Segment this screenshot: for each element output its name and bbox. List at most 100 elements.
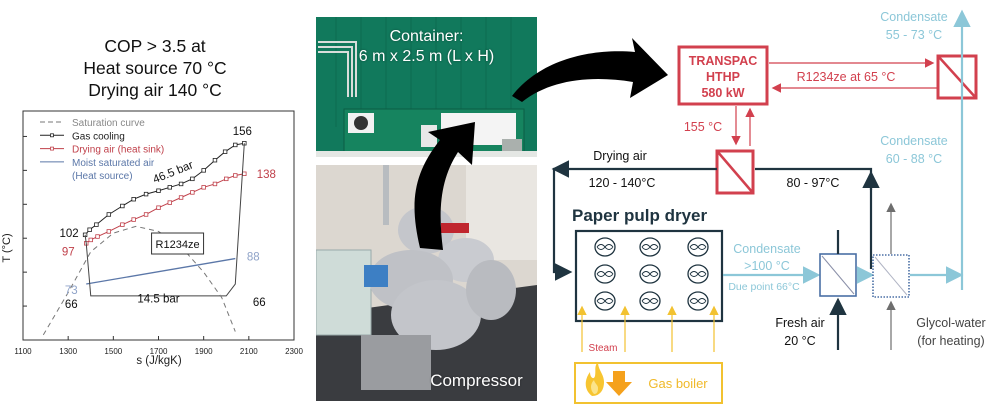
fan-icon xyxy=(687,237,709,257)
data-point xyxy=(190,190,195,195)
arrow-compressor-to-container xyxy=(414,122,475,250)
plot-frame xyxy=(22,110,295,341)
fan-icon xyxy=(687,291,709,311)
x-tick-label: 1900 xyxy=(195,347,213,356)
legend-label: (Heat source) xyxy=(72,171,133,182)
data-point xyxy=(167,185,172,190)
hthp-label-3: 580 kW xyxy=(701,86,744,100)
condensate-dryer-label-3: Due point 66°C xyxy=(728,281,800,293)
container-caption: Container: 6 m x 2.5 m (L x H) xyxy=(316,27,537,67)
annotation: 138 xyxy=(257,169,276,181)
annotation: 88 xyxy=(247,252,260,264)
data-point xyxy=(167,200,172,205)
data-point xyxy=(224,176,229,182)
container-illustration xyxy=(316,17,537,157)
arrow-container-to-hthp xyxy=(512,38,668,102)
data-point xyxy=(131,217,136,222)
fan-icon xyxy=(594,264,616,284)
steam-arrows xyxy=(577,305,719,352)
data-point xyxy=(233,142,238,148)
fan-icon xyxy=(639,237,661,257)
series-saturation-curve xyxy=(42,225,236,336)
down-arrow-icon xyxy=(606,371,632,396)
data-point xyxy=(190,176,195,182)
data-point xyxy=(156,205,161,210)
data-point xyxy=(143,191,149,197)
legend-label: Moist saturated air xyxy=(72,158,155,169)
x-axis-label: s (J/kgK) xyxy=(136,355,182,367)
condensate-dryer-label-2: >100 °C xyxy=(744,259,790,273)
container-caption-line-1: Container: xyxy=(389,28,464,45)
return-air-temp: 80 - 97°C xyxy=(787,176,840,190)
drying-air-temp: 120 - 140°C xyxy=(589,176,656,190)
legend-label: Gas cooling xyxy=(72,131,125,142)
series-moist-saturated-air xyxy=(86,257,236,285)
series-group xyxy=(42,141,247,336)
data-point xyxy=(131,197,136,202)
annotation: 66 xyxy=(65,299,78,311)
cop-line-1: COP > 3.5 at xyxy=(104,36,206,56)
fan-icon xyxy=(639,291,661,311)
data-point xyxy=(212,181,218,187)
annotation: 102 xyxy=(60,228,79,240)
hthp-label-2: HTHP xyxy=(706,70,740,84)
annotation: 66 xyxy=(253,297,266,309)
condensate-mid-label-2: 60 - 88 °C xyxy=(886,152,942,166)
data-point xyxy=(95,234,100,239)
x-tick-label: 1700 xyxy=(150,347,168,356)
data-point xyxy=(242,171,247,176)
legend-label: Saturation curve xyxy=(72,118,145,129)
fan-icon xyxy=(594,237,616,257)
refrigerant-box xyxy=(151,232,205,255)
annotation: 156 xyxy=(233,126,252,138)
data-point xyxy=(212,157,218,163)
condensate-out-label-1: Condensate xyxy=(880,10,947,24)
refrigerant-label: R1234ze xyxy=(156,239,200,251)
data-point xyxy=(106,212,112,217)
condensate-mid-label-1: Condensate xyxy=(880,134,947,148)
condensate-dryer-label-1: Condensate xyxy=(733,242,800,256)
cop-summary: COP > 3.5 at Heat source 70 °C Drying ai… xyxy=(0,35,310,101)
annotation: 97 xyxy=(62,246,75,258)
glycol-label-2: (for heating) xyxy=(917,334,984,348)
fresh-air-hx-diagonal xyxy=(821,255,855,295)
evaporator-hx-diagonal xyxy=(937,55,977,99)
dryer-fans xyxy=(594,237,709,311)
series-gas-cooling xyxy=(84,142,245,236)
container-caption-line-2: 6 m x 2.5 m (L x H) xyxy=(358,48,495,65)
refrigerant-label: R1234ze at 65 °C xyxy=(797,70,896,84)
fan-icon xyxy=(639,264,661,284)
fan-icon xyxy=(687,264,709,284)
data-point xyxy=(94,222,99,227)
legend-label: Drying air (heat sink) xyxy=(72,145,164,156)
x-tick-label: 1500 xyxy=(104,347,122,356)
series-drying-air-heat-sink xyxy=(85,173,245,244)
flame-icon xyxy=(585,362,604,396)
arrows-overlay xyxy=(414,38,668,250)
cop-line-2: Heat source 70 °C xyxy=(83,58,227,78)
x-tick-label: 1100 xyxy=(14,347,32,356)
data-point xyxy=(120,222,125,227)
y-axis-label: T (°C) xyxy=(1,233,13,262)
x-tick-label: 2300 xyxy=(285,347,303,356)
dryer-title: Paper pulp dryer xyxy=(572,206,707,225)
data-point xyxy=(156,188,161,193)
gas-boiler-label: Gas boiler xyxy=(648,376,708,391)
data-point xyxy=(120,203,125,209)
x-tick-label: 1300 xyxy=(59,347,77,356)
data-point xyxy=(87,227,92,232)
legend-marker xyxy=(50,146,54,151)
fresh-air-label-1: Fresh air xyxy=(775,316,824,330)
compressor-caption: Compressor xyxy=(430,371,523,390)
container-photo: Container: 6 m x 2.5 m (L x H) xyxy=(316,17,537,157)
y-ticks xyxy=(23,135,27,307)
glycol-hx-diagonal xyxy=(874,256,908,296)
hthp-box xyxy=(677,45,769,106)
condensate-out-label-2: 55 - 73 °C xyxy=(886,28,942,42)
compressor-illustration xyxy=(316,165,537,401)
data-point xyxy=(201,168,206,173)
annotation: 14.5 bar xyxy=(137,294,179,306)
